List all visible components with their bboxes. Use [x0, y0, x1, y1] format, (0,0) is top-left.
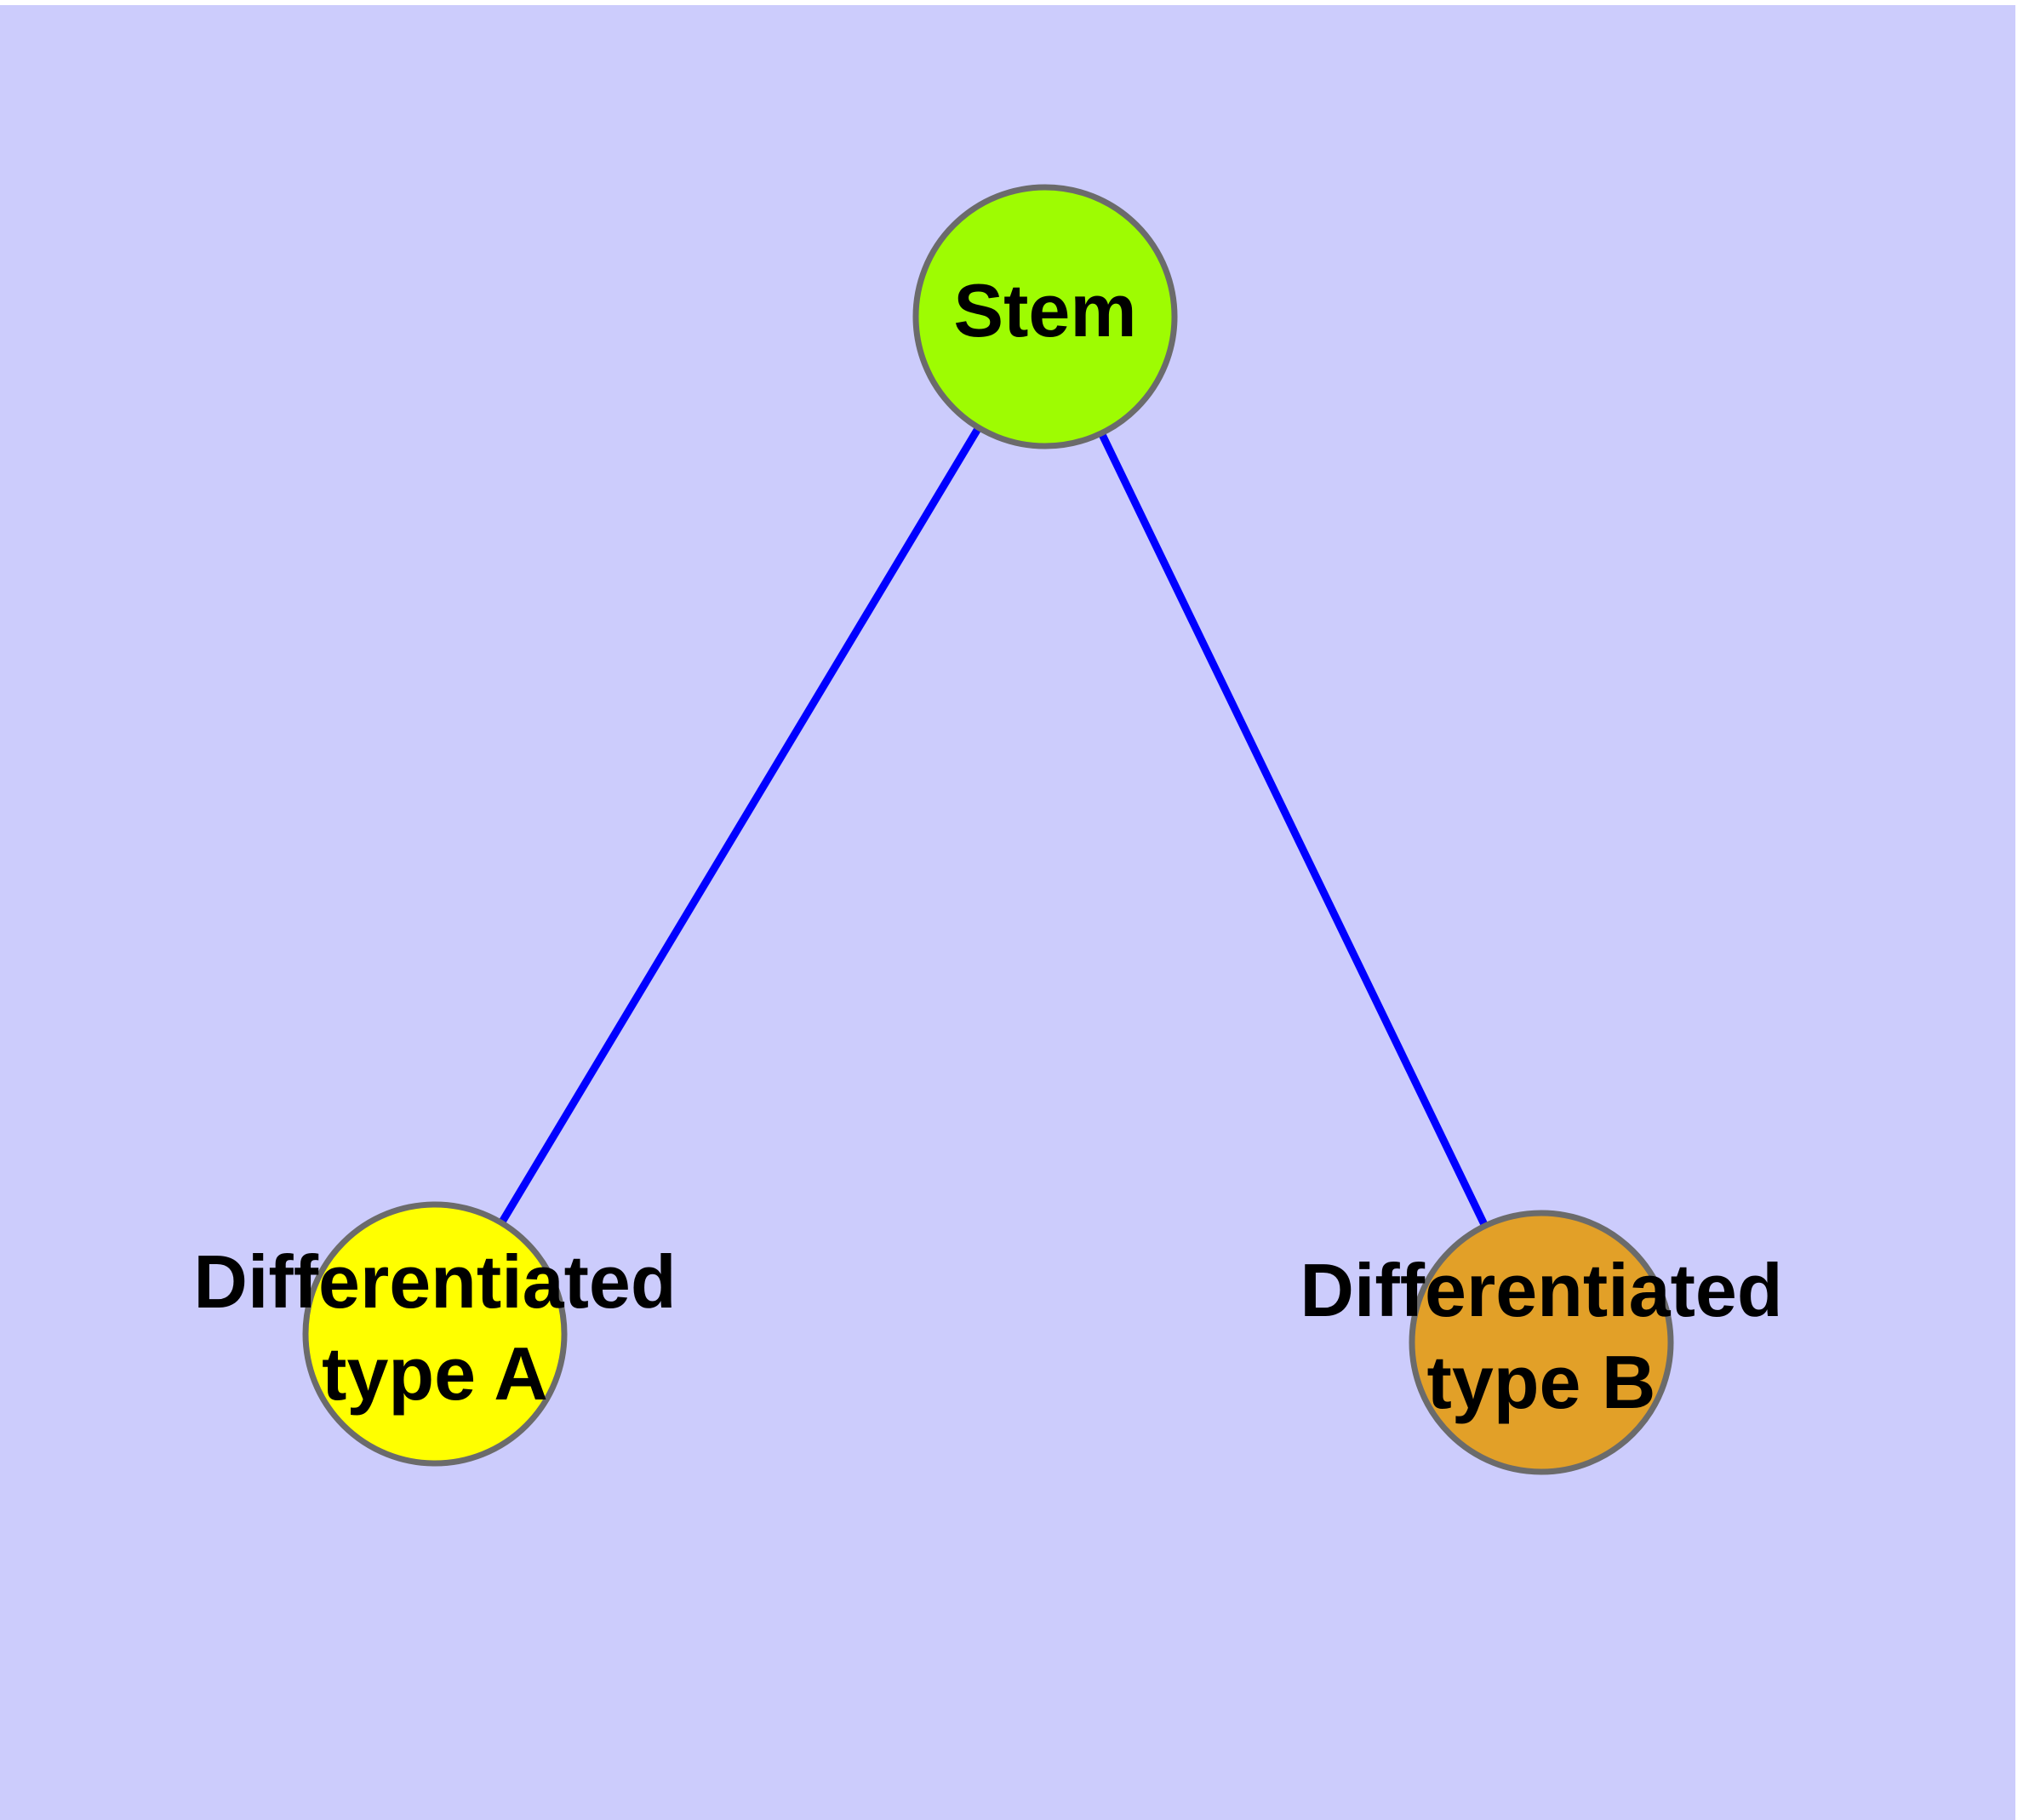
node-label-line: Stem	[953, 268, 1136, 352]
graph-node-stem[interactable]: Stem	[912, 184, 1178, 449]
node-circle-diff-a[interactable]	[302, 1201, 568, 1467]
edge-stem-diff-b[interactable]	[1098, 431, 1489, 1228]
node-label-stem: Stem	[953, 268, 1136, 352]
node-label-line: type B	[1427, 1340, 1656, 1424]
edge-stem-diff-a[interactable]	[498, 426, 982, 1225]
node-circle-stem[interactable]	[912, 184, 1178, 449]
node-label-line: Differentiated	[193, 1239, 676, 1324]
node-label-line: type A	[322, 1331, 548, 1416]
node-circle-diff-b[interactable]	[1409, 1210, 1674, 1475]
node-label-line: Differentiated	[1300, 1248, 1782, 1332]
edge-layer	[498, 426, 1489, 1228]
